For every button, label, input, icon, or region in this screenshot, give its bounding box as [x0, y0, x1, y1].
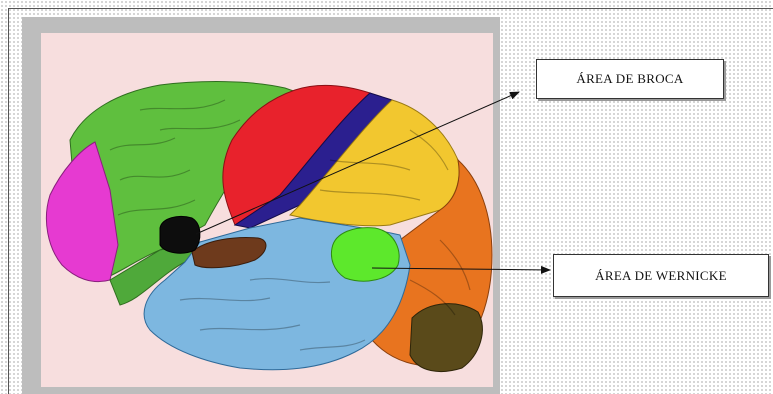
broca-label: ÁREA DE BROCA: [576, 71, 683, 87]
region-prefrontal: [410, 304, 482, 372]
wernicke-label-box: ÁREA DE WERNICKE: [553, 254, 769, 297]
wernicke-label: ÁREA DE WERNICKE: [595, 268, 727, 284]
broca-label-box: ÁREA DE BROCA: [536, 59, 724, 99]
region-wernicke: [331, 228, 399, 281]
region-broca: [160, 216, 200, 253]
